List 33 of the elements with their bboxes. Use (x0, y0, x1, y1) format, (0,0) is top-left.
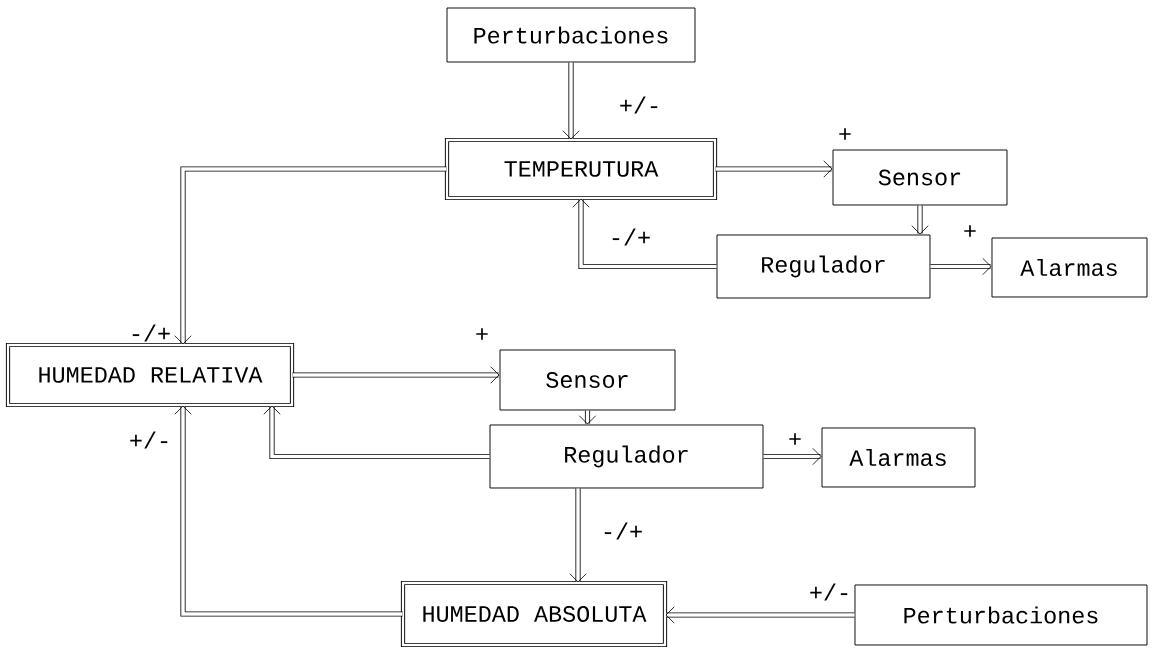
process-box: Perturbaciones (854, 584, 1148, 646)
double-box: HUMEDAD ABSOLUTA (400, 580, 668, 648)
double-box: TEMPERUTURA (444, 137, 718, 201)
edge-label: + (961, 224, 979, 240)
arrow (569, 488, 587, 583)
edge-label: -/+ (127, 323, 173, 343)
edge-label: +/- (127, 430, 173, 450)
edge-label: + (473, 327, 491, 343)
process-box: Regulador (489, 424, 764, 489)
arrow (174, 405, 403, 617)
process-box: Alarmas (991, 237, 1148, 298)
arrow (562, 62, 580, 140)
edge-label: +/- (807, 582, 853, 602)
process-box: Sensor (499, 349, 676, 411)
arrow (572, 198, 717, 270)
edge-label: + (786, 432, 804, 448)
process-box: Perturbaciones (446, 7, 696, 63)
edge-label: + (836, 127, 854, 143)
process-box: Sensor (832, 149, 1008, 206)
arrow (763, 447, 822, 466)
arrow (665, 606, 855, 624)
process-box: Alarmas (821, 427, 976, 488)
arrow (911, 205, 929, 235)
edge-label: -/+ (607, 227, 653, 247)
arrow (263, 405, 490, 460)
edge-label: -/+ (599, 521, 645, 541)
edge-label: +/- (617, 95, 663, 115)
arrow (174, 166, 447, 345)
process-box: Regulador (716, 234, 931, 299)
arrow (292, 366, 500, 384)
arrow (930, 257, 992, 276)
arrow (715, 160, 833, 178)
double-box: HUMEDAD RELATIVA (5, 342, 295, 408)
